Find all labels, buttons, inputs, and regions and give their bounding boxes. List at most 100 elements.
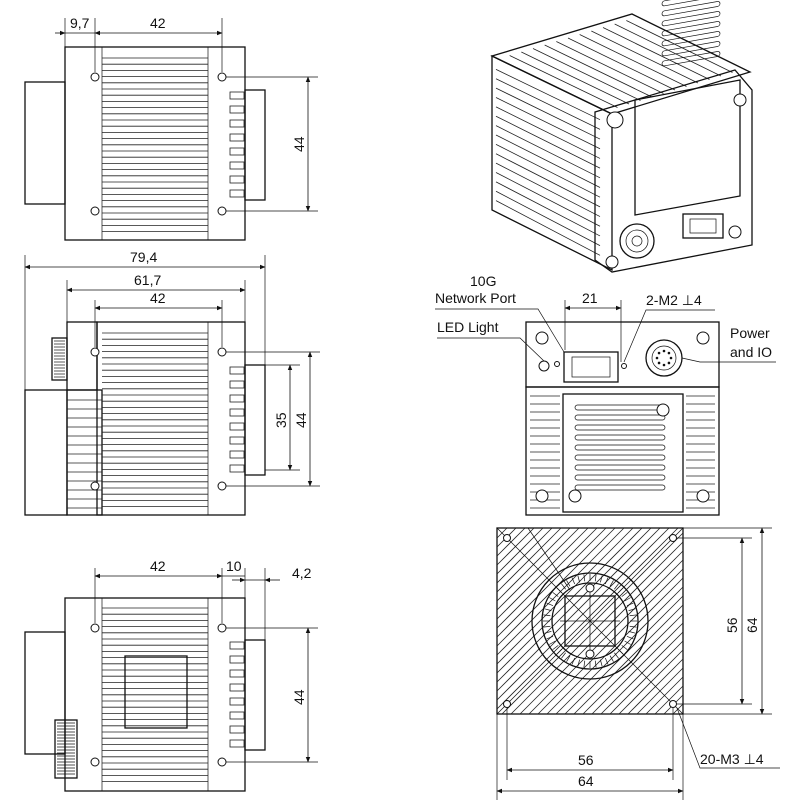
mount-hole — [90, 623, 100, 633]
mount-hole — [217, 481, 227, 491]
iso-screw — [605, 255, 619, 269]
knurl-tooth — [571, 577, 576, 585]
side-fin — [229, 464, 245, 473]
iso-fin — [602, 27, 710, 80]
vent-slot — [574, 474, 666, 481]
knurl-tooth — [561, 652, 566, 659]
dim-9-7-top: 9,7 — [70, 15, 90, 31]
sensor-screw — [585, 583, 595, 593]
knurl-tooth — [594, 574, 597, 582]
iso-fin — [495, 144, 601, 198]
side-fin — [229, 366, 245, 375]
knurl-tooth — [624, 640, 631, 645]
pin — [669, 356, 673, 360]
mount-hole — [90, 206, 100, 216]
side-fin — [229, 725, 245, 734]
side-view-front-plate — [66, 389, 103, 516]
vent-slot — [574, 424, 666, 431]
back-screw — [535, 331, 549, 345]
front-view-knurl — [543, 574, 637, 668]
label-and-io: and IO — [730, 344, 772, 360]
mount-hole — [669, 534, 677, 542]
dim-42-side: 42 — [150, 290, 166, 306]
knurl-tooth — [556, 587, 562, 593]
knurl-tooth — [626, 602, 634, 607]
mount-hole — [217, 72, 227, 82]
bottom-view-label-plate — [124, 655, 188, 729]
led-light — [538, 360, 550, 372]
front-view-body — [496, 527, 684, 715]
knurl-tooth — [624, 597, 631, 602]
back-screw — [535, 489, 549, 503]
back-view-fins — [530, 395, 715, 509]
side-fin — [229, 450, 245, 459]
iso-fin — [495, 172, 601, 227]
knurl-tooth — [609, 580, 614, 587]
iso-fin — [495, 97, 601, 150]
iso-screw — [728, 225, 742, 239]
side-view-back-connector — [244, 364, 266, 476]
knurl-tooth — [618, 649, 624, 655]
vent-slot — [661, 41, 721, 57]
fan-screw — [656, 403, 670, 417]
knurl-tooth — [604, 657, 609, 665]
mount-hole — [90, 347, 100, 357]
knurl-tooth — [621, 645, 628, 650]
vent-slot — [574, 404, 666, 411]
side-fin — [229, 394, 245, 403]
dim-44-bottom: 44 — [291, 689, 307, 705]
dim-44-top: 44 — [291, 136, 307, 152]
dim-10: 10 — [226, 558, 242, 574]
knurl-tooth — [571, 657, 576, 665]
mount-hole — [217, 206, 227, 216]
knurl-tooth — [629, 625, 637, 628]
side-fin — [229, 655, 245, 664]
vent-slot — [574, 464, 666, 471]
pin — [655, 356, 659, 360]
knurl-tooth — [600, 659, 603, 667]
knurl-tooth — [556, 649, 562, 655]
isometric-view — [490, 0, 753, 273]
thread-hole — [554, 361, 560, 367]
sensor-screw — [585, 649, 595, 659]
knurl-tooth — [546, 635, 554, 640]
iso-screw — [733, 93, 747, 107]
knurl-tooth — [549, 640, 556, 645]
mount-hole — [217, 757, 227, 767]
side-fin — [229, 380, 245, 389]
dim-35: 35 — [273, 412, 289, 428]
label-led-light: LED Light — [437, 319, 499, 335]
top-view-back-fins — [229, 91, 245, 198]
dim-79-4: 79,4 — [130, 249, 157, 265]
iso-back-panel — [634, 79, 741, 216]
iso-fin — [495, 125, 601, 179]
back-view-body — [525, 386, 720, 516]
knurl-tooth — [600, 575, 603, 583]
dim-4-2: 4,2 — [292, 565, 312, 581]
knurl-tooth — [566, 655, 571, 662]
side-view-fins — [102, 332, 208, 508]
iso-fin — [495, 69, 601, 121]
knurl-tooth — [543, 614, 551, 617]
vent-slot — [661, 21, 721, 37]
knurl-tooth — [609, 655, 614, 662]
pin — [662, 363, 666, 367]
top-view-back-connector — [244, 89, 266, 201]
dim-56-vertical: 56 — [724, 617, 740, 633]
dim-42-top: 42 — [150, 15, 166, 31]
back-view-rj45-port — [563, 351, 619, 383]
iso-fin — [495, 87, 601, 140]
pin — [667, 361, 671, 365]
label-network-port: Network Port — [435, 290, 516, 306]
side-view-m12-connector — [51, 337, 68, 381]
knurl-tooth — [561, 583, 566, 590]
knurl-tooth — [577, 575, 580, 583]
knurl-tooth — [628, 608, 636, 611]
back-screw — [696, 331, 710, 345]
side-view-connector-knurl — [54, 340, 65, 378]
mount-hole — [90, 757, 100, 767]
iso-fin — [495, 115, 601, 169]
iso-fin — [591, 30, 699, 84]
side-fin — [229, 641, 245, 650]
